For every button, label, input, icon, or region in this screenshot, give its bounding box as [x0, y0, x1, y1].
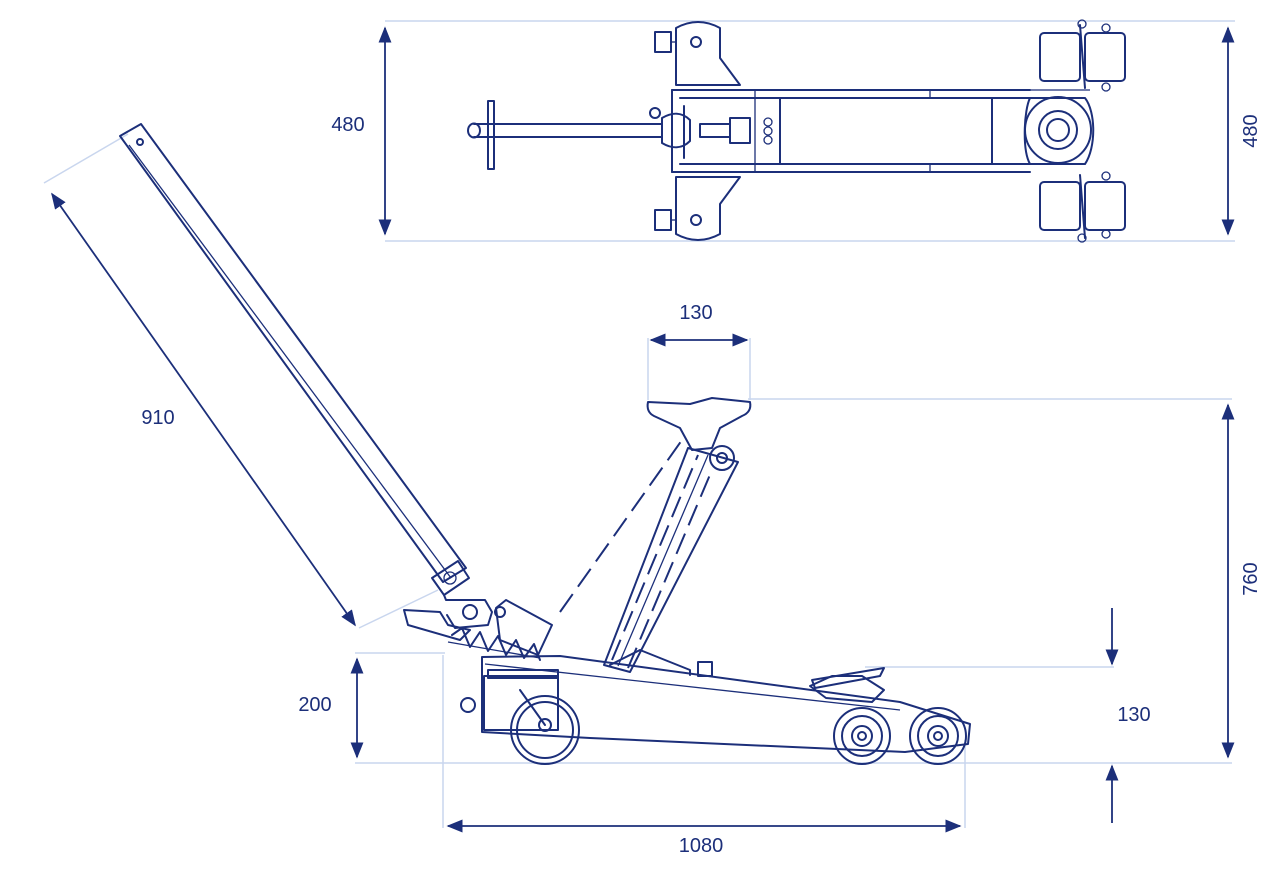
side-spring — [447, 627, 541, 661]
min-height-label: 130 — [1117, 704, 1150, 726]
top-frame — [671, 89, 1031, 173]
saddle-width-label: 130 — [679, 302, 712, 324]
side-chassis — [481, 649, 971, 753]
top-saddle — [1023, 96, 1095, 165]
pivot-height-label: 200 — [298, 694, 331, 716]
side-lift-arm-dashed — [559, 439, 713, 669]
width-left-label: 480 — [331, 114, 364, 136]
side-view: 910 130 760 130 200 1080 — [43, 123, 1262, 857]
side-handle — [119, 123, 553, 656]
top-rear-bracket-lower — [654, 176, 741, 241]
side-lift-arm — [603, 445, 739, 673]
top-front-wheels-lower — [1039, 171, 1126, 243]
overall-length-label: 1080 — [679, 835, 724, 857]
handle-length-label: 910 — [141, 407, 174, 429]
side-saddle — [646, 397, 752, 451]
top-view: 480 480 — [331, 19, 1262, 243]
side-rear-caster — [460, 669, 580, 765]
top-handle — [467, 100, 773, 170]
side-front-wheel-2 — [909, 707, 967, 765]
max-height-label: 760 — [1240, 562, 1262, 595]
width-right-label: 480 — [1240, 114, 1262, 147]
side-front-wheel-1 — [833, 707, 891, 765]
top-rear-bracket-upper — [654, 21, 741, 86]
top-front-wheels-upper — [1030, 19, 1126, 92]
handle-length-dimension-arrow — [51, 192, 356, 627]
